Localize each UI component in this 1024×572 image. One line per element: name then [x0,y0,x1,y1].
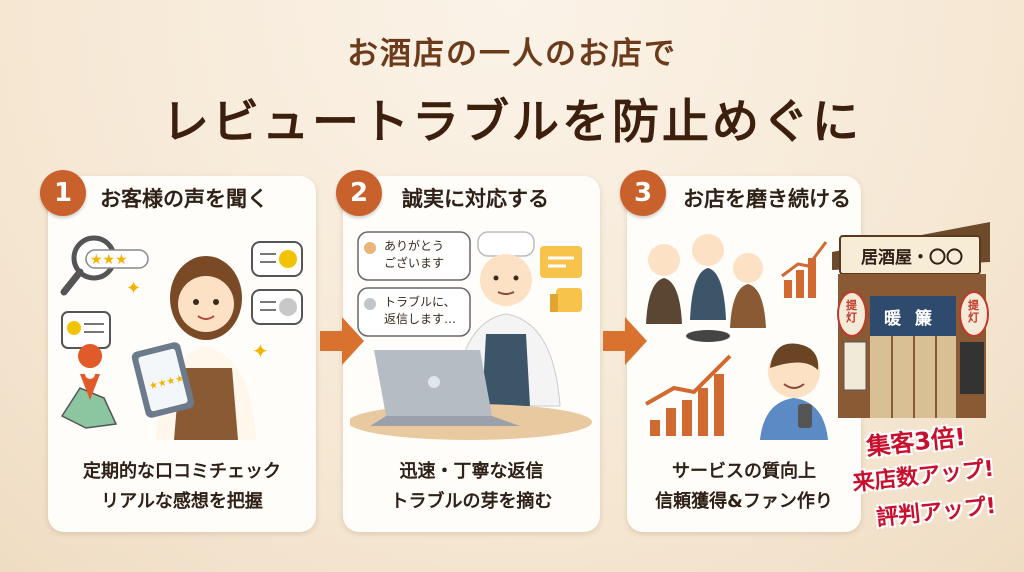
staff-group-icon [646,234,766,342]
growth-chart-icon [781,241,828,298]
tablet-icon: ★★★★ [131,342,195,418]
lantern-left-text: 提灯 [846,299,857,324]
laptop-icon [350,350,592,440]
step-1-caption-line-2: リアルな感想を把握 [101,491,263,512]
step-3-caption-line-1: サービスの質向上 [672,461,816,482]
step-2-title: 誠実に対応する [402,187,549,211]
sparkle-icon: ✦ [126,278,141,299]
growth-chart-icon [645,354,732,436]
step-1-illustration: ★★★ ★★★★ ✦ ✦ [60,235,303,440]
bubble-1-line-2: ございます [384,256,445,270]
bubble-avatar-icon [364,298,376,310]
message-icon [540,246,582,278]
lantern-right-text: 提灯 [968,299,979,324]
reply-bubble-2 [357,287,471,337]
bubble-2-text: トラブルに、 返信します… [384,294,456,328]
bubble-avatar-icon [364,242,376,254]
step-2-illustration [350,231,592,440]
arrow-right-icon [320,317,364,365]
map-pin-icon [60,344,118,429]
menu-board [843,341,867,391]
neutral-bubble-icon [251,289,303,325]
step-3-illustration [645,234,828,440]
bubble-1-text: ありがとう ございます [384,238,444,272]
magnifier-stars-icon: ★★★ [60,235,149,296]
step-2-caption-line-1: 迅速・丁寧な返信 [399,461,544,482]
shop-front-icon [832,222,990,418]
step-3-caption-line-2: 信頼獲得&ファン作り [655,491,833,512]
step-1-title: お客様の声を聞く [100,187,268,211]
step-3-badge: 3 [620,170,666,216]
menu-board [960,342,984,394]
customer-icon [760,343,828,440]
review-bubble-icon [61,311,111,349]
reply-bubble-1 [357,231,471,281]
thumbs-up-icon [550,288,582,312]
step-2-caption-line-2: トラブルの芽を摘む [390,491,553,512]
step-3-title: お店を磨き続ける [683,187,851,211]
step-1-badge: 1 [40,170,86,216]
noren-text: 暖簾 [884,309,946,329]
step-2-badge: 2 [336,170,382,216]
svg-text:★★★: ★★★ [90,252,128,268]
step-2-caption: 迅速・丁寧な返信 トラブルの芽を摘む [343,457,600,517]
page-header: お酒店の一人のお店で レビュートラブルを防止めぐに [0,28,1024,152]
arrow-right-icon [603,317,647,365]
shop-sign-text: 居酒屋・〇〇 [861,248,963,268]
title-line-2: レビュートラブルを防止めぐに [162,95,862,150]
sparkle-icon: ✦ [252,339,269,363]
bubble-2-line-2: 返信します… [384,312,457,326]
lantern-right [959,291,989,337]
smile-bubble-icon [251,241,303,277]
step-1-caption-line-1: 定期的な口コミチェック [83,461,281,482]
step-card-3 [627,176,861,532]
title-line-1: お酒店の一人のお店で [347,36,677,72]
lantern-left [837,291,867,337]
step-3-caption: サービスの質向上 信頼獲得&ファン作り [627,457,861,517]
noren [870,296,956,336]
bubble-1-line-1: ありがとう [384,239,445,253]
step-1-caption: 定期的な口コミチェック リアルな感想を把握 [48,457,316,517]
bubble-2-line-1: トラブルに、 [384,295,456,309]
